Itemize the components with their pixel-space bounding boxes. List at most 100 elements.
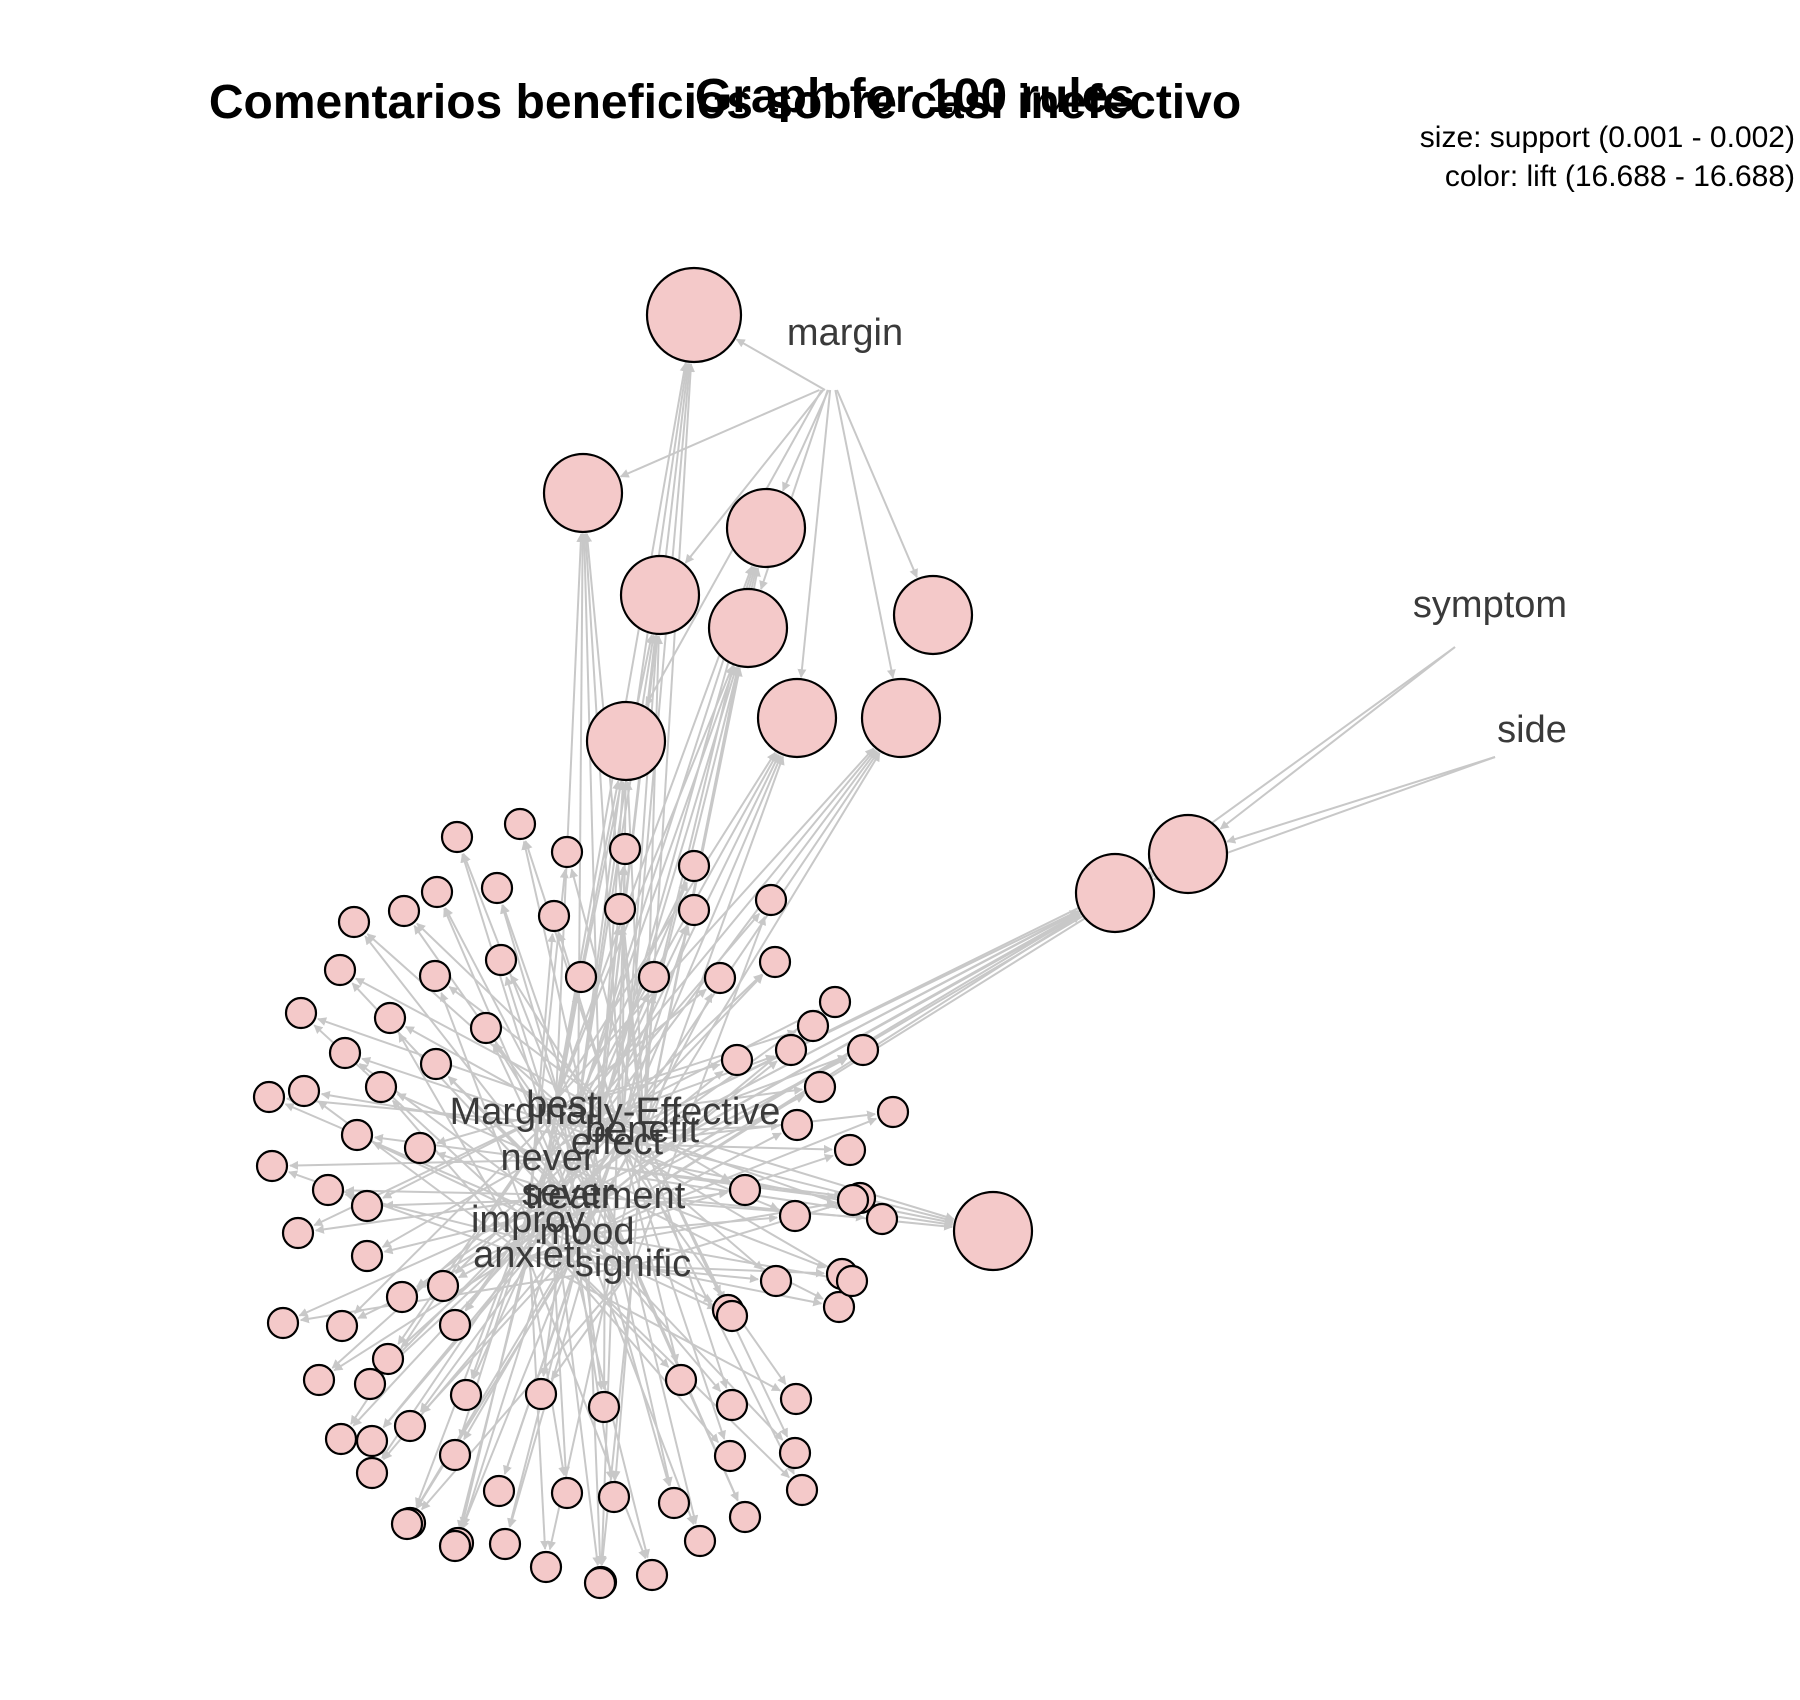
rule-node-small <box>353 1367 387 1401</box>
edge-cluster <box>527 1221 717 1310</box>
edge-cluster <box>579 533 601 1121</box>
rule-node <box>619 554 701 636</box>
rule-node-small <box>637 960 671 994</box>
edge-cluster <box>507 1113 616 1528</box>
rule-node-small <box>449 1378 483 1412</box>
edge-cluster <box>455 1113 616 1274</box>
edge-cluster <box>616 1143 833 1154</box>
edge-cluster <box>398 1032 529 1258</box>
item-label-margin: margin <box>787 312 903 354</box>
edge-cluster <box>366 933 563 1108</box>
edge-cluster <box>448 986 643 1133</box>
edge-cluster <box>383 1197 606 1255</box>
rule-node-small <box>438 1308 472 1342</box>
edge-cluster <box>547 1159 837 1202</box>
edge-cluster <box>639 873 1153 1161</box>
rule-node-small <box>608 832 642 866</box>
rule-node-small <box>537 899 571 933</box>
edge-margin <box>834 389 896 679</box>
edge-cluster <box>641 1131 725 1301</box>
edge-cluster <box>557 932 616 1115</box>
rule-node-small <box>418 959 452 993</box>
rule-node-small <box>846 1033 880 1067</box>
rule-node-small <box>713 1439 747 1473</box>
edge-margin <box>836 389 918 579</box>
item-label-anxieti: anxieti <box>473 1234 583 1276</box>
edge-cluster <box>457 1256 529 1530</box>
edge-cluster <box>364 935 569 1196</box>
item-label-treatment: treatment <box>525 1175 686 1217</box>
edge-cluster <box>317 1017 643 1133</box>
edge-cluster <box>639 871 1153 1125</box>
edge-cluster <box>641 1131 729 1389</box>
rule-node-small <box>758 945 792 979</box>
rule-node-small <box>835 1264 869 1298</box>
rule-node-small <box>284 996 318 1030</box>
rule-node-small <box>720 1043 754 1077</box>
rule-node-small <box>550 835 584 869</box>
rule-node-small <box>759 1264 793 1298</box>
rule-node-small <box>503 807 537 841</box>
rule-node-small <box>778 1436 812 1470</box>
edge-cluster <box>527 1221 790 1479</box>
edge-cluster <box>586 1117 878 1235</box>
item-label-benefit: benefit <box>585 1109 700 1151</box>
edge-margin <box>735 338 826 391</box>
edge-cluster <box>561 1106 739 1502</box>
rule-node-small <box>587 1390 621 1424</box>
edge-cluster <box>577 665 736 1111</box>
rule-node-small <box>302 1363 336 1397</box>
rule-node-small <box>350 1239 384 1273</box>
edge-cluster <box>616 1143 838 1273</box>
edge-cluster <box>397 1106 563 1345</box>
edge-cluster <box>460 1143 618 1531</box>
rule-node <box>542 452 624 534</box>
rule-node-small <box>340 1118 374 1152</box>
rule-node-small <box>419 1047 453 1081</box>
edge-cluster <box>547 912 761 1161</box>
rule-node <box>756 677 838 759</box>
rule-node-small <box>266 1306 300 1340</box>
edge-cluster <box>472 1256 529 1380</box>
rule-node-small <box>822 1290 856 1324</box>
edge-cluster <box>500 904 563 1108</box>
edge-cluster <box>632 1265 823 1307</box>
item-label-side: side <box>1497 709 1567 751</box>
rule-node-small <box>469 1011 503 1045</box>
edge-cluster <box>616 1143 787 1386</box>
rule-node <box>1074 852 1156 934</box>
edge-cluster <box>621 751 879 1131</box>
edge-symptom <box>1219 646 1456 830</box>
edge-cluster <box>639 1123 955 1222</box>
edge-cluster <box>561 988 707 1108</box>
rule-node-small <box>833 1133 867 1167</box>
rule-node-small <box>385 1280 419 1314</box>
rule-node-small <box>324 1422 358 1456</box>
legend-color: color: lift (16.688 - 16.688) <box>1445 160 1795 193</box>
edge-cluster <box>555 780 622 1101</box>
rule-node-small <box>754 883 788 917</box>
rule-node-small <box>779 1382 813 1416</box>
rule-node-small <box>393 1409 427 1443</box>
rule-node-small <box>796 1009 830 1043</box>
rule-node-small <box>337 905 371 939</box>
edge-cluster <box>561 1106 672 1487</box>
edge-cluster <box>586 1233 713 1303</box>
edge-cluster <box>286 1094 643 1133</box>
edge-cluster <box>641 1054 847 1133</box>
item-labels: marginsymptomsidebestMarginally-Effectiv… <box>450 312 1568 1285</box>
edge-cluster <box>547 1159 571 1476</box>
rule-node-small <box>529 1550 563 1584</box>
rule-node-small <box>403 1131 437 1165</box>
edge-cluster <box>639 1141 955 1224</box>
edge-cluster <box>632 1265 825 1278</box>
rule-node-small <box>420 875 454 909</box>
rule-node <box>707 587 789 669</box>
edge-cluster <box>586 1233 784 1441</box>
rule-node-small <box>715 1299 749 1333</box>
rule-node-small <box>597 1480 631 1514</box>
rule-node <box>892 574 974 656</box>
legend: size: support (0.001 - 0.002) color: lif… <box>1420 121 1795 193</box>
edge-cluster <box>527 1057 848 1223</box>
edge-cluster <box>547 1159 651 1559</box>
